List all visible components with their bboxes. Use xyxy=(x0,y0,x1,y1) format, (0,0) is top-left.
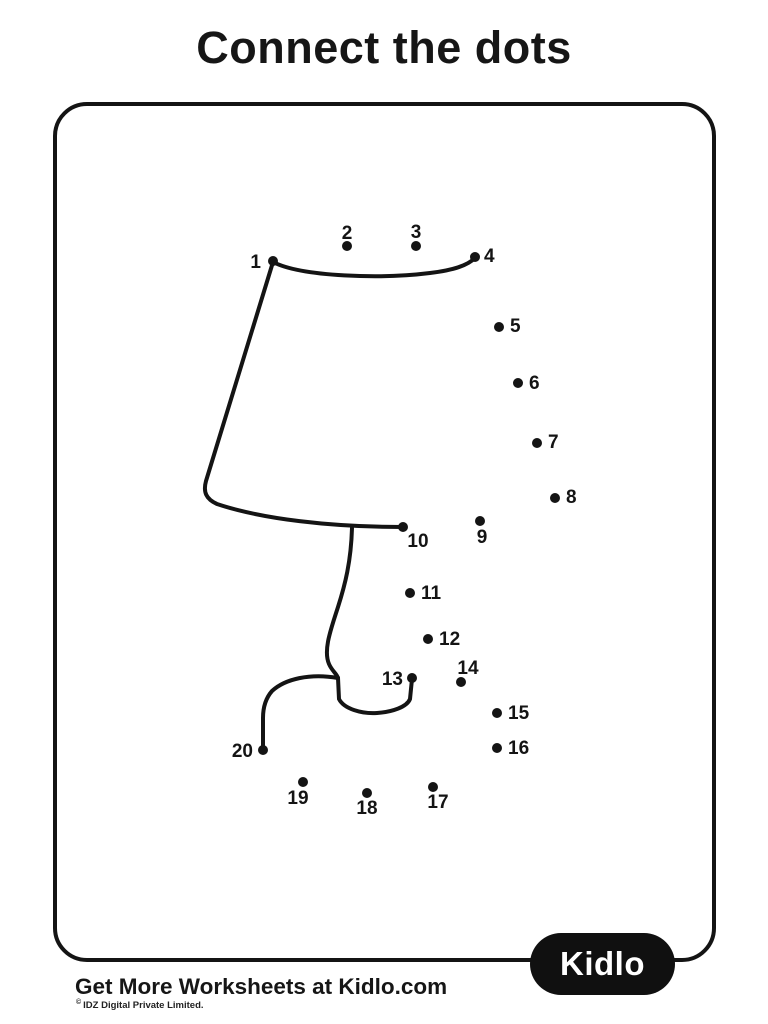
dot-7: 7 xyxy=(532,432,559,453)
dot-18: 18 xyxy=(356,788,378,819)
dot-number-label: 17 xyxy=(427,792,448,813)
dot-15: 15 xyxy=(492,703,530,724)
kidlo-logo-text: Kidlo xyxy=(560,945,645,982)
dot-17: 17 xyxy=(427,782,449,813)
dot-number-label: 15 xyxy=(508,703,530,724)
dot-marker xyxy=(258,745,268,755)
dot-6: 6 xyxy=(513,373,540,394)
dot-number-label: 2 xyxy=(342,223,353,244)
copyright-symbol: © xyxy=(76,999,82,1006)
lamp-outline-path xyxy=(202,260,405,529)
dot-marker xyxy=(492,708,502,718)
dot-number-label: 12 xyxy=(439,629,460,650)
dot-number-label: 10 xyxy=(407,531,428,552)
copyright-line: ©IDZ Digital Private Limited. xyxy=(76,999,204,1011)
dot-20: 20 xyxy=(232,741,268,762)
dot-number-label: 3 xyxy=(411,222,422,243)
dot-9: 9 xyxy=(475,516,487,548)
dot-marker xyxy=(407,673,417,683)
dot-marker xyxy=(550,493,560,503)
dot-19: 19 xyxy=(287,777,309,809)
worksheet-frame xyxy=(53,102,716,962)
dot-marker xyxy=(494,322,504,332)
dot-number-label: 4 xyxy=(484,246,495,267)
copyright-text: IDZ Digital Private Limited. xyxy=(83,1000,204,1011)
lamp-outline-path xyxy=(336,676,414,716)
dot-13: 13 xyxy=(382,669,417,690)
dot-marker xyxy=(342,241,352,251)
dot-number-label: 1 xyxy=(250,252,261,273)
dot-marker xyxy=(492,743,502,753)
dot-number-label: 7 xyxy=(548,432,559,453)
dot-1: 1 xyxy=(250,252,278,273)
dot-number-label: 6 xyxy=(529,373,540,394)
dot-marker xyxy=(405,588,415,598)
dot-number-label: 13 xyxy=(382,669,403,690)
dot-marker xyxy=(456,677,466,687)
footer-message: Get More Worksheets at Kidlo.com xyxy=(75,974,448,999)
lamp-outline-path xyxy=(271,256,477,279)
dot-marker xyxy=(475,516,485,526)
dot-14: 14 xyxy=(456,658,479,687)
dot-number-label: 14 xyxy=(457,658,479,679)
dot-number-label: 11 xyxy=(421,583,442,604)
dot-marker xyxy=(423,634,433,644)
dot-marker xyxy=(470,252,480,262)
dot-8: 8 xyxy=(550,487,577,508)
lamp-outline-path xyxy=(261,674,340,752)
dot-12: 12 xyxy=(423,629,460,650)
dot-10: 10 xyxy=(398,522,429,552)
dot-marker xyxy=(268,256,278,266)
dot-number-label: 20 xyxy=(232,741,253,762)
page-title: Connect the dots xyxy=(196,22,572,73)
dot-number-label: 8 xyxy=(566,487,577,508)
dot-number-label: 9 xyxy=(477,527,488,548)
dot-4: 4 xyxy=(470,246,495,267)
dot-marker xyxy=(532,438,542,448)
lamp-outline-path xyxy=(324,526,354,680)
dot-16: 16 xyxy=(492,738,529,759)
dot-marker xyxy=(513,378,523,388)
dot-marker xyxy=(428,782,438,792)
dot-5: 5 xyxy=(494,316,521,337)
dot-number-label: 19 xyxy=(287,788,308,809)
dot-11: 11 xyxy=(405,583,442,604)
dot-number-label: 18 xyxy=(356,798,377,819)
dot-3: 3 xyxy=(411,222,422,251)
dot-2: 2 xyxy=(342,223,353,251)
dot-marker xyxy=(298,777,308,787)
dot-marker xyxy=(398,522,408,532)
dot-marker xyxy=(411,241,421,251)
kidlo-logo: Kidlo xyxy=(530,933,675,995)
dot-number-label: 5 xyxy=(510,316,521,337)
dot-number-label: 16 xyxy=(508,738,529,759)
dot-marker xyxy=(362,788,372,798)
